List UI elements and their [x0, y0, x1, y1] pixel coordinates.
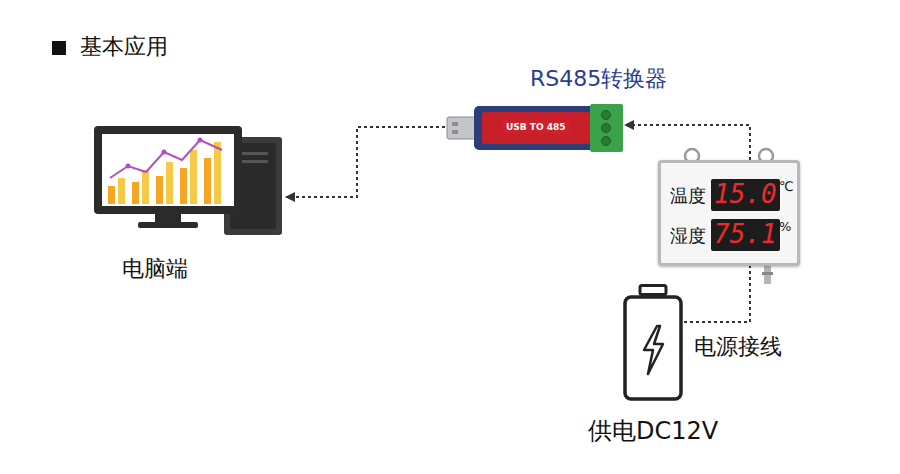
title-bullet [52, 41, 66, 55]
device-print: USB TO 485 [502, 121, 570, 133]
usb-pin [452, 130, 458, 134]
reading-value: 15.0 [711, 179, 780, 211]
node-label: 供电DC12V [588, 418, 718, 446]
lightning-symbol [644, 326, 663, 374]
node-label: RS485转换器 [530, 66, 667, 91]
chart-dot [162, 150, 167, 155]
dashed-connector [286, 127, 445, 197]
terminal-screw [602, 124, 611, 133]
chart-bar [166, 162, 173, 204]
tower-slot [238, 152, 268, 155]
node-label: 电脑端 [122, 256, 188, 281]
chart-bar [132, 182, 139, 204]
chart-dot [198, 138, 203, 143]
monitor-frame [94, 126, 242, 214]
reading-unit: % [779, 220, 791, 235]
usb-plug [447, 117, 477, 139]
tower-slot [238, 160, 268, 163]
chart-bar [156, 176, 163, 204]
chart-bar [214, 142, 221, 204]
converter-panel [482, 112, 590, 144]
battery-outline [622, 284, 684, 402]
monitor-neck [155, 214, 181, 223]
chart-line [110, 140, 222, 178]
chart-dot [126, 164, 131, 169]
terminal-screw [602, 137, 611, 146]
monitor-base [138, 222, 198, 228]
reading-unit: ℃ [779, 180, 794, 195]
diagram-title: 基本应用 [80, 34, 168, 59]
converter-illustration [447, 104, 623, 152]
battery-node: 供电DC12V [622, 284, 684, 402]
reading-name: 湿度 [670, 226, 706, 247]
converter-body [474, 106, 596, 150]
terminal-block [590, 104, 623, 152]
computer-illustration [94, 126, 282, 235]
chart-bar [118, 178, 125, 204]
dashed-connector [625, 125, 750, 160]
reading-value: 75.1 [711, 219, 780, 251]
edge-label: 电源接线 [692, 334, 784, 359]
chart-bar [142, 170, 149, 204]
chart-bar [180, 168, 187, 204]
battery-cap [640, 286, 666, 295]
monitor-screen [102, 134, 234, 206]
battery-body [625, 297, 681, 399]
terminal-screw [602, 111, 611, 120]
sensor-pipe-ring [762, 272, 773, 275]
dashed-connector [684, 266, 750, 322]
usb-pin [452, 122, 458, 126]
chart-bar [190, 150, 197, 204]
reading-name: 温度 [670, 186, 706, 207]
display-panel: 温度15.0℃ 湿度75.1% [658, 160, 800, 266]
chart-bar [204, 158, 211, 204]
screen-chart [108, 138, 222, 205]
chart-bar [108, 186, 115, 204]
computer-node: 电脑端 [90, 120, 285, 230]
